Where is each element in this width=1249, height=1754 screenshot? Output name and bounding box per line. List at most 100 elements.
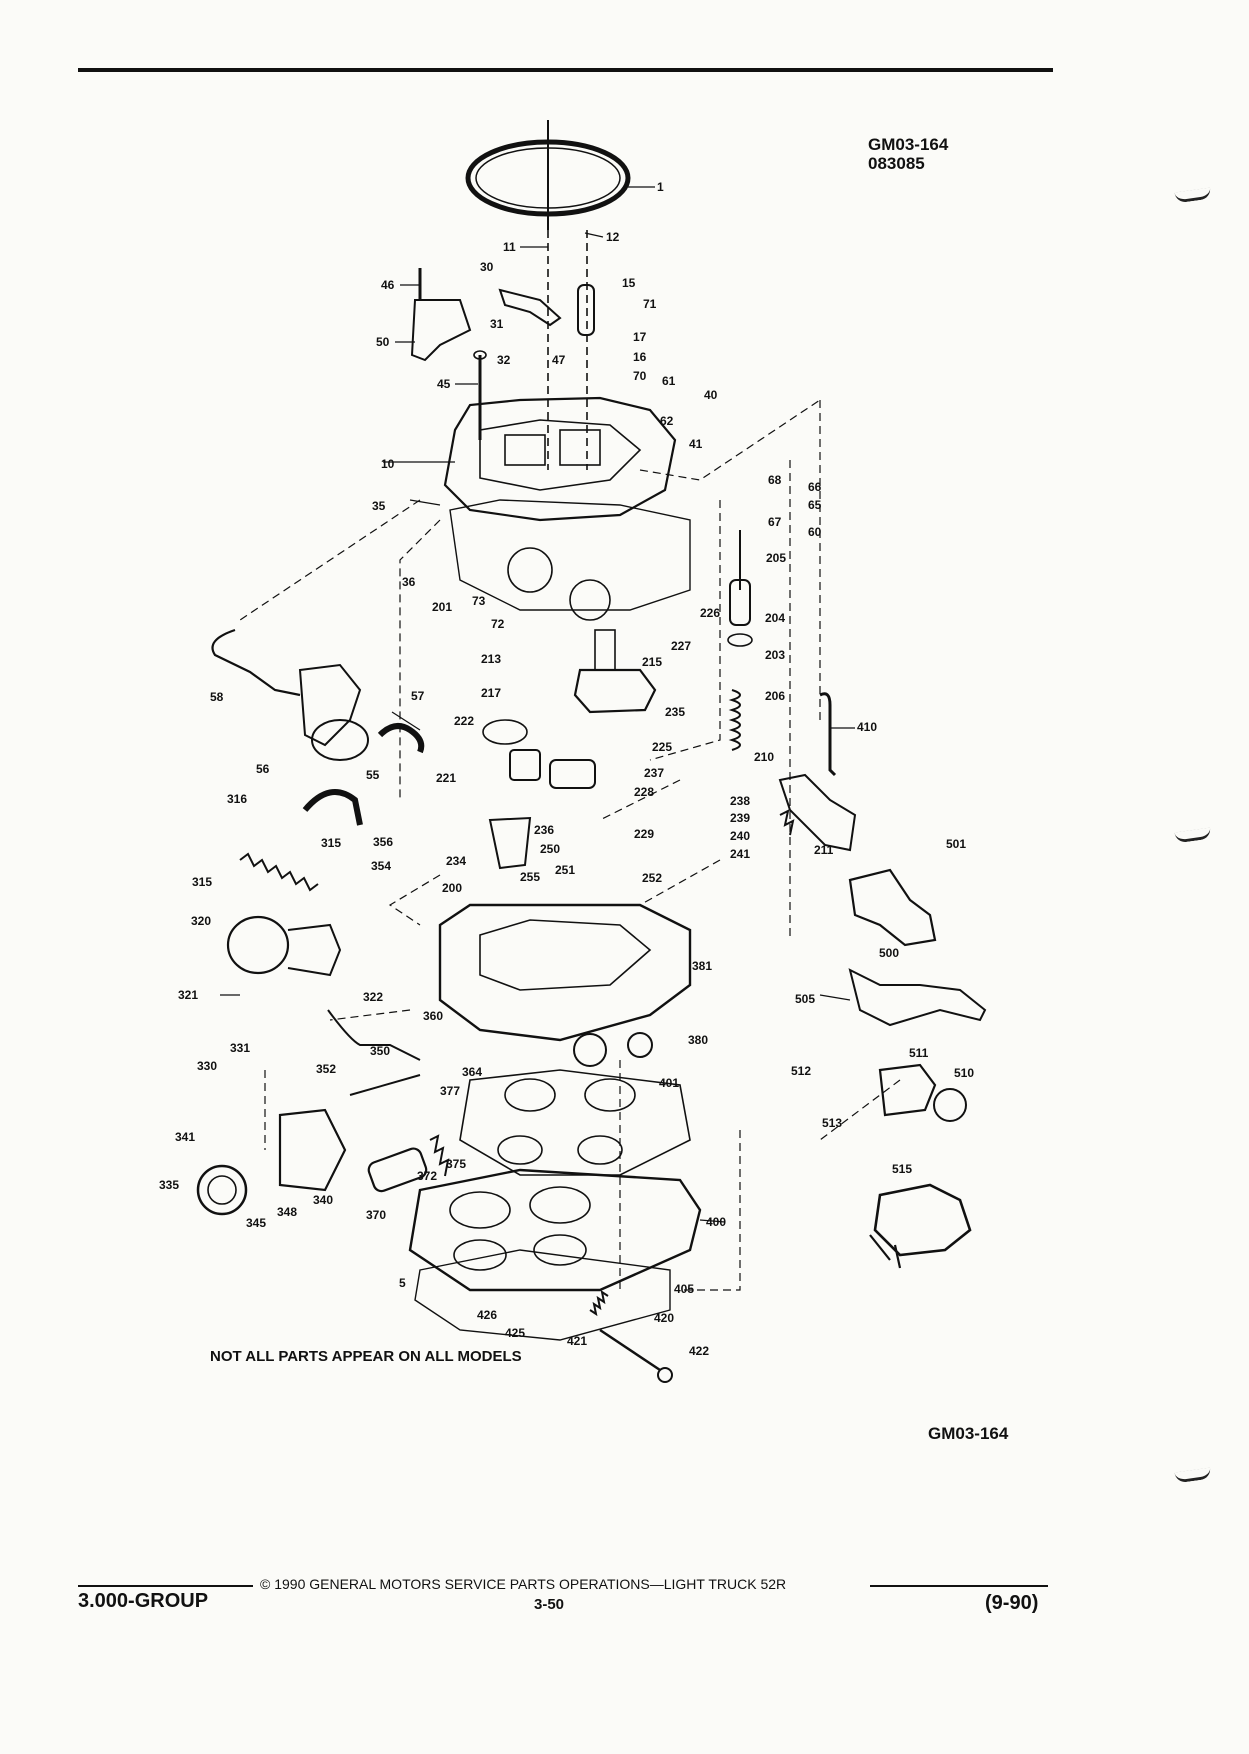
part-label: 205 [766, 551, 786, 565]
footer-copyright: © 1990 GENERAL MOTORS SERVICE PARTS OPER… [260, 1576, 787, 1592]
part-label: 57 [411, 689, 425, 703]
part-label: 375 [446, 1157, 466, 1171]
part-label: 237 [644, 766, 664, 780]
part-label: 71 [643, 297, 657, 311]
vacuum-break [226, 915, 290, 975]
part-label: 56 [256, 762, 270, 776]
part-label: 315 [321, 836, 341, 850]
diagram-note: NOT ALL PARTS APPEAR ON ALL MODELS [210, 1348, 522, 1365]
throttle-body [408, 1168, 702, 1292]
part-label: 50 [376, 335, 390, 349]
part-label: 352 [316, 1062, 336, 1076]
part-label: 316 [227, 792, 247, 806]
part-label: 322 [363, 990, 383, 1004]
part-label: 203 [765, 648, 785, 662]
part-label: 58 [210, 690, 224, 704]
part-label: 46 [381, 278, 395, 292]
part-label: 364 [462, 1065, 482, 1079]
footer-rule-left [78, 1585, 253, 1587]
date-code: 083085 [868, 154, 925, 173]
solenoid-510 [878, 1063, 937, 1117]
part-label: 354 [371, 859, 391, 873]
part-label: 12 [606, 230, 620, 244]
float-bowl-body [438, 903, 692, 1042]
part-label: 15 [622, 276, 636, 290]
part-label: 425 [505, 1326, 525, 1340]
part-label: 5 [399, 1276, 406, 1290]
part-label: 31 [490, 317, 504, 331]
float-assembly [573, 668, 657, 714]
header-rule [78, 68, 1053, 72]
part-label: 235 [665, 705, 685, 719]
part-label: 35 [372, 499, 386, 513]
part-label: 321 [178, 988, 198, 1002]
base-gasket [414, 1249, 671, 1341]
choke-bracket [410, 299, 472, 362]
part-label: 330 [197, 1059, 217, 1073]
part-label: 320 [191, 914, 211, 928]
fuel-line [211, 628, 301, 697]
part-label: 41 [689, 437, 703, 451]
part-label: 217 [481, 686, 501, 700]
part-label: 381 [692, 959, 712, 973]
part-label: 65 [808, 498, 822, 512]
part-label: 255 [520, 870, 540, 884]
part-label: 377 [440, 1084, 460, 1098]
part-label: 55 [366, 768, 380, 782]
footer-page-number: 3-50 [534, 1596, 565, 1613]
part-label: 511 [909, 1046, 929, 1060]
part-label: 410 [857, 720, 877, 734]
part-label: 251 [555, 863, 575, 877]
part-label: 229 [634, 827, 654, 841]
part-label: 40 [704, 388, 718, 402]
part-label: 421 [567, 1334, 587, 1348]
footer-group: 3.000-GROUP [78, 1590, 209, 1612]
part-label: 505 [795, 992, 815, 1006]
part-label: 501 [946, 837, 966, 851]
part-label: 1 [657, 180, 664, 194]
part-label: 500 [879, 946, 899, 960]
part-label: 61 [662, 374, 676, 388]
part-label: 401 [659, 1076, 679, 1090]
part-label: 400 [706, 1215, 726, 1229]
part-label: 250 [540, 842, 560, 856]
part-label: 239 [730, 811, 750, 825]
part-label: 210 [754, 750, 774, 764]
part-label: 221 [436, 771, 456, 785]
part-label: 315 [192, 875, 212, 889]
part-label: 215 [642, 655, 662, 669]
sensor-515 [873, 1183, 972, 1257]
air-horn-gasket [449, 499, 691, 611]
bracket-505 [848, 968, 987, 1027]
part-label: 422 [689, 1344, 709, 1358]
part-label: 360 [423, 1009, 443, 1023]
part-label: 206 [765, 689, 785, 703]
part-label: 510 [954, 1066, 974, 1080]
part-label: 240 [730, 829, 750, 843]
part-label: 204 [765, 611, 785, 625]
part-label: 341 [175, 1130, 195, 1144]
part-label: 380 [688, 1033, 708, 1047]
part-label: 370 [366, 1208, 386, 1222]
part-label: 348 [277, 1205, 297, 1219]
part-label: 36 [402, 575, 416, 589]
part-label: 68 [768, 473, 782, 487]
part-label: 236 [534, 823, 554, 837]
bracket-500 [848, 868, 937, 947]
part-label: 356 [373, 835, 393, 849]
part-label: 66 [808, 480, 822, 494]
part-label: 60 [808, 525, 822, 539]
part-label: 252 [642, 871, 662, 885]
part-label: 11 [503, 240, 516, 254]
choke-coil [196, 1164, 248, 1216]
part-number-labels: 1 12 11 30 46 15 71 31 50 17 32 47 16 45… [159, 180, 974, 1358]
part-label: 426 [477, 1308, 497, 1322]
part-label: 16 [633, 350, 647, 364]
part-label: 30 [480, 260, 494, 274]
footer-date: (9-90) [985, 1592, 1039, 1614]
part-label: 227 [671, 639, 691, 653]
part-label: 340 [313, 1193, 333, 1207]
part-label: 200 [442, 881, 462, 895]
part-label: 47 [552, 353, 566, 367]
part-label: 513 [822, 1116, 842, 1130]
